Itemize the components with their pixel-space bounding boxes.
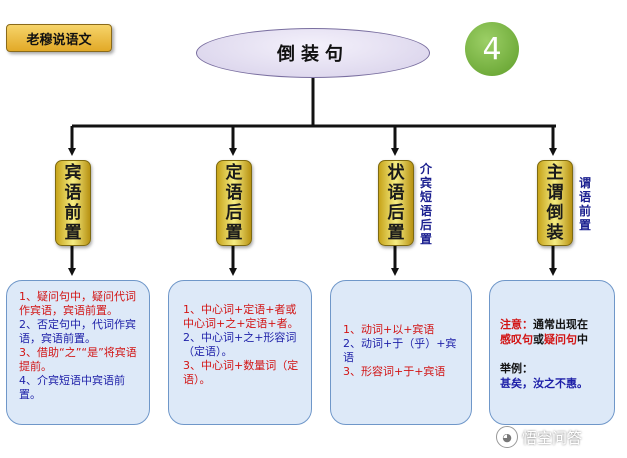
pill-char: 定 bbox=[225, 163, 243, 183]
side-char: 谓 bbox=[578, 176, 591, 190]
title-oval: 倒装句 bbox=[196, 28, 430, 78]
category-pill-object-fronting: 宾 语 前 置 bbox=[55, 160, 91, 246]
side-char: 介 bbox=[419, 162, 432, 176]
exclamatory-sentence: 感叹句 bbox=[500, 333, 533, 346]
note-text: 通常出现在 bbox=[533, 318, 588, 331]
note-label: 注意： bbox=[500, 318, 533, 331]
rule-item: 2、中心词+之+形容词（定语）。 bbox=[183, 331, 297, 358]
category-pill-adverbial-postposition: 状 语 后 置 bbox=[378, 160, 414, 246]
wukong-logo-icon: ◕ bbox=[496, 426, 518, 448]
side-label-prepositional-phrase: 介 宾 短 语 后 置 bbox=[419, 162, 433, 246]
rule-item: 3、中心词+数量词（定语）。 bbox=[183, 359, 299, 386]
rule-item: 1、动词+以+宾语 bbox=[343, 323, 435, 336]
pill-char: 装 bbox=[546, 223, 564, 243]
note-or: 或 bbox=[533, 333, 544, 346]
pill-char: 倒 bbox=[546, 203, 564, 223]
side-char: 置 bbox=[419, 232, 432, 246]
watermark: ◕ 悟空问答 bbox=[496, 424, 582, 450]
pill-char: 前 bbox=[64, 203, 82, 223]
category-pill-attributive-postposition: 定 语 后 置 bbox=[216, 160, 252, 246]
explanation-box-object-fronting: 1、疑问句中，疑问代词作宾语，宾语前置。 2、否定句中，代词作宾语，宾语前置。 … bbox=[6, 280, 150, 425]
explanation-box-subject-predicate-inversion: 注意：通常出现在 感叹句或疑问句中 举例： 甚矣，汝之不惠。 bbox=[489, 280, 615, 425]
explanation-box-adverbial-postposition: 1、动词+以+宾语 2、动词+于（乎）+宾语 3、形容词+于+宾语 bbox=[330, 280, 472, 425]
author-tag: 老穆说语文 bbox=[6, 24, 112, 52]
rule-item: 2、否定句中，代词作宾语，宾语前置。 bbox=[19, 318, 136, 345]
pill-char: 主 bbox=[546, 163, 564, 183]
category-pill-subject-predicate-inversion: 主 谓 倒 装 bbox=[537, 160, 573, 246]
pill-char: 置 bbox=[225, 223, 243, 243]
pill-char: 语 bbox=[64, 183, 82, 203]
rule-item: 1、疑问句中，疑问代词作宾语，宾语前置。 bbox=[19, 290, 136, 317]
pill-char: 后 bbox=[225, 203, 243, 223]
pill-char: 语 bbox=[225, 183, 243, 203]
side-char: 置 bbox=[578, 218, 591, 232]
number-badge: 4 bbox=[465, 22, 519, 76]
rule-item: 3、形容词+于+宾语 bbox=[343, 365, 446, 378]
rule-item: 1、中心词+定语+者或中心词+之+定语+者。 bbox=[183, 303, 299, 330]
rule-item: 4、介宾短语中宾语前置。 bbox=[19, 374, 125, 401]
side-char: 语 bbox=[419, 204, 432, 218]
note-end: 中 bbox=[577, 333, 588, 346]
side-char: 前 bbox=[578, 204, 591, 218]
example-text: 甚矣，汝之不惠。 bbox=[500, 377, 588, 390]
side-char: 短 bbox=[419, 190, 432, 204]
side-char: 后 bbox=[419, 218, 432, 232]
pill-char: 宾 bbox=[64, 163, 82, 183]
pill-char: 状 bbox=[387, 163, 405, 183]
side-label-predicate-fronting: 谓 语 前 置 bbox=[578, 176, 592, 232]
pill-char: 置 bbox=[387, 223, 405, 243]
pill-char: 谓 bbox=[546, 183, 564, 203]
side-char: 宾 bbox=[419, 176, 432, 190]
pill-char: 语 bbox=[387, 183, 405, 203]
watermark-text: 悟空问答 bbox=[522, 428, 583, 447]
example-label: 举例： bbox=[500, 362, 533, 375]
rule-item: 3、借助“之”“是”将宾语提前。 bbox=[19, 346, 137, 373]
interrogative-sentence: 疑问句 bbox=[544, 333, 577, 346]
explanation-box-attributive-postposition: 1、中心词+定语+者或中心词+之+定语+者。 2、中心词+之+形容词（定语）。 … bbox=[168, 280, 312, 425]
rule-item: 2、动词+于（乎）+宾语 bbox=[343, 337, 457, 364]
pill-char: 后 bbox=[387, 203, 405, 223]
side-char: 语 bbox=[578, 190, 591, 204]
pill-char: 置 bbox=[64, 223, 82, 243]
